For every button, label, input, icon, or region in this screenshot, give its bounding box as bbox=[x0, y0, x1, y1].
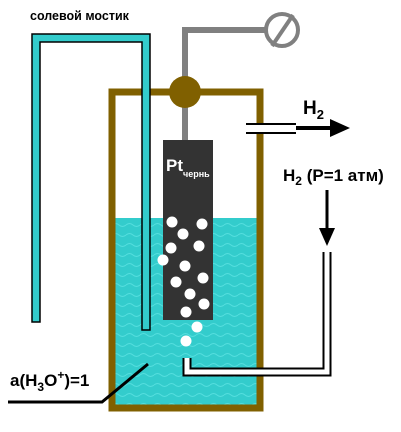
h2-outlet-label: H2 bbox=[303, 98, 324, 122]
bubble bbox=[184, 288, 196, 300]
h2-inlet-label: H2 (P=1 атм) bbox=[283, 166, 384, 188]
stopper bbox=[169, 76, 201, 108]
bubble bbox=[166, 216, 178, 228]
salt-bridge-label: солевой мостик bbox=[30, 9, 130, 23]
bubble bbox=[180, 335, 192, 347]
bubble bbox=[170, 276, 182, 288]
bubbles bbox=[157, 216, 210, 347]
h2-inlet-tube-inner bbox=[184, 252, 330, 375]
bubble bbox=[165, 242, 177, 254]
h2-outlet bbox=[246, 123, 296, 134]
bubble bbox=[180, 306, 192, 318]
bubble bbox=[198, 298, 210, 310]
activity-label: a(H3O+)=1 bbox=[10, 368, 89, 394]
bubble bbox=[193, 240, 205, 252]
bubble bbox=[157, 254, 169, 266]
bubble bbox=[196, 218, 208, 230]
wire bbox=[182, 27, 283, 85]
activity-leader-line bbox=[8, 362, 149, 404]
bubble bbox=[191, 321, 203, 333]
voltmeter-icon bbox=[264, 12, 300, 48]
electrode-label: Ptчернь bbox=[166, 156, 210, 179]
vessel bbox=[108, 88, 264, 412]
bubble bbox=[177, 228, 189, 240]
h2-outlet-arrow bbox=[296, 119, 350, 137]
salt-bridge-tube bbox=[31, 33, 151, 331]
h2-inlet-arrow bbox=[319, 190, 335, 246]
bubble bbox=[197, 272, 209, 284]
bubble bbox=[179, 260, 191, 272]
